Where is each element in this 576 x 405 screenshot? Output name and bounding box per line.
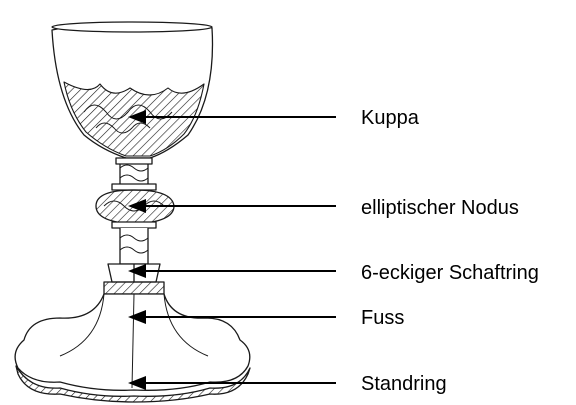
label-schaftring: 6-eckiger Schaftring	[361, 262, 539, 284]
lower-stem	[120, 228, 148, 264]
label-standring: Standring	[361, 373, 447, 395]
cup-rim	[52, 22, 212, 32]
label-kuppa: Kuppa	[361, 107, 419, 129]
label-fuss: Fuss	[361, 307, 404, 329]
label-nodus: elliptischer Nodus	[361, 197, 519, 219]
chalice-drawing	[15, 22, 250, 402]
